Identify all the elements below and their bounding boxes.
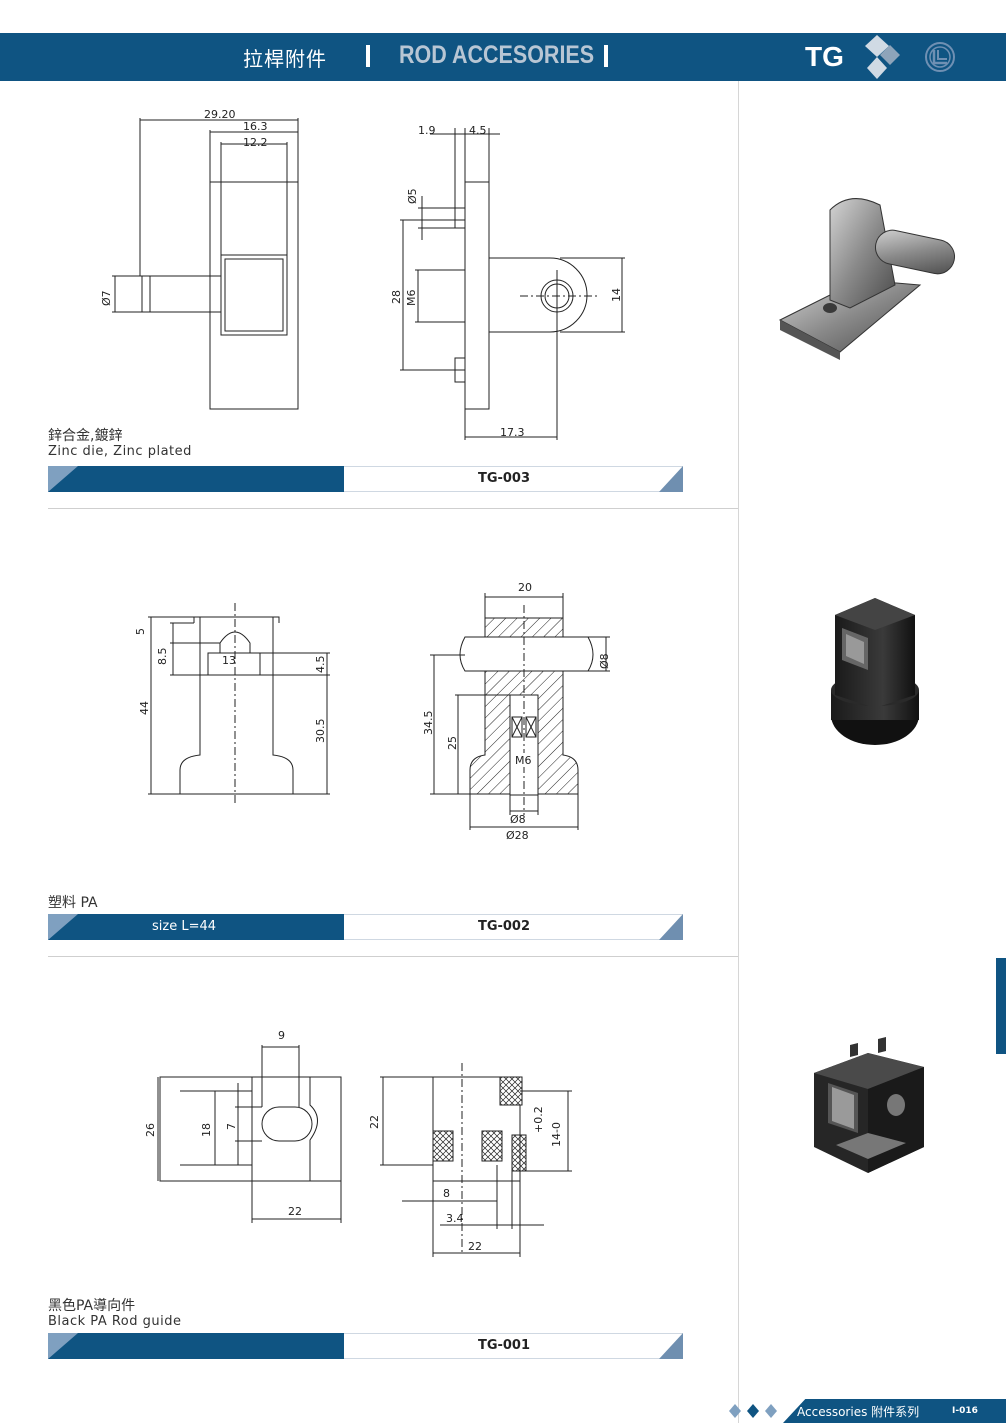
corner-triangle-icon [659,914,683,940]
dim-label: 28 [390,290,403,304]
product-photo-tg-003 [778,198,955,360]
code-bar-white [344,1333,683,1359]
dim-label: 20 [518,581,532,594]
diamond-icon [865,35,900,79]
dim-label: 7 [225,1123,238,1130]
dim-label: +0.2 [532,1106,545,1133]
dim-label: 1.9 [418,124,436,137]
dim-label: 4.5 [469,124,487,137]
dim-label: Ø5 [406,188,419,204]
material-info: 黑色PA導向件 Black PA Rod guide [48,1298,181,1330]
dim-label: 29.20 [204,108,236,121]
product-code: TG-002 [477,919,531,934]
material-zh: 鋅合金,鍍鋅 [48,428,123,444]
dim-label: 22 [468,1240,482,1253]
dim-label: 13 [222,654,236,667]
product-photo-tg-002 [831,598,919,745]
dim-label: M6 [405,290,418,307]
dim-label: Ø28 [506,829,529,842]
dim-label: 14 [610,288,623,302]
dim-label: 14-0 [550,1122,563,1147]
material-en: Black PA Rod guide [48,1314,182,1329]
product-code-bar: TG-003 [48,466,683,492]
dim-label: 3.4 [446,1212,464,1225]
drawing-tg-001: 9 26 18 7 22 22 +0.2 14-0 8 3.4 22 [144,1029,572,1257]
product-code-bar: size L=44 TG-002 [48,914,683,940]
material-en: Zinc die, Zinc plated [48,444,192,459]
dim-label: 4.5 [314,656,327,674]
dim-label: M6 [515,754,532,767]
material-info: 鋅合金,鍍鋅 Zinc die, Zinc plated [48,428,192,460]
dim-label: Ø8 [510,813,526,826]
corner-triangle-icon [659,466,683,492]
dim-label: 8 [443,1187,450,1200]
code-bar-white [344,914,683,940]
code-bar-blue [48,466,344,492]
dim-label: Ø7 [100,290,113,306]
diamond-icon [729,1404,777,1418]
dim-label: 9 [278,1029,285,1042]
dim-label: 16.3 [243,120,268,133]
header-title-en: ROD ACCESORIES [399,41,595,69]
side-tab [996,958,1006,1054]
section-divider [48,956,738,957]
page-footer: Accessories 附件系列 I-016 [727,1397,1006,1423]
code-bar-blue [48,914,344,940]
header-separator [604,45,608,67]
dim-label: 18 [200,1123,213,1137]
material-info: 塑料 PA [48,895,98,911]
corner-triangle-icon [48,914,78,940]
product-photo-tg-001 [814,1037,924,1173]
company-logo-icon [925,42,955,72]
product-code: TG-003 [477,471,531,486]
drawing-tg-003: 29.20 16.3 12.2 Ø7 1.9 4.5 Ø5 28 M6 14 1… [100,108,625,440]
corner-triangle-icon [48,1333,78,1359]
page-number: I-016 [952,1406,978,1416]
dim-label: 8.5 [156,648,169,666]
dim-label: 30.5 [314,719,327,744]
footer-label: Accessories 附件系列 [797,1405,920,1419]
corner-triangle-icon [48,466,78,492]
code-bar-white [344,466,683,492]
dim-label: 25 [446,736,459,750]
dim-label: 34.5 [422,711,435,736]
vertical-divider [738,81,739,1423]
footer-bar [783,1399,1006,1423]
dim-label: 12.2 [243,136,268,149]
header-series: TG [805,41,844,72]
material-zh: 黑色PA導向件 [48,1298,136,1314]
dim-label: 5 [134,628,147,635]
section-divider [48,508,738,509]
dim-label: 26 [144,1123,157,1137]
product-code-bar: TG-001 [48,1333,683,1359]
dim-label: 44 [138,701,151,715]
dim-label: 17.3 [500,426,525,439]
dim-label: 22 [288,1205,302,1218]
material-zh: 塑料 PA [48,895,98,911]
code-bar-blue [48,1333,344,1359]
product-size: size L=44 [152,919,217,934]
page-header: 拉桿附件 ROD ACCESORIES TG [0,33,1006,81]
drawing-tg-002: 5 8.5 13 4.5 44 30.5 20 Ø8 34.5 25 M6 Ø8… [134,581,611,842]
header-separator [366,45,370,67]
dim-label: Ø8 [598,653,611,669]
header-title-zh: 拉桿附件 [243,47,327,71]
dim-label: 22 [368,1115,381,1129]
corner-triangle-icon [659,1333,683,1359]
product-code: TG-001 [477,1338,531,1353]
